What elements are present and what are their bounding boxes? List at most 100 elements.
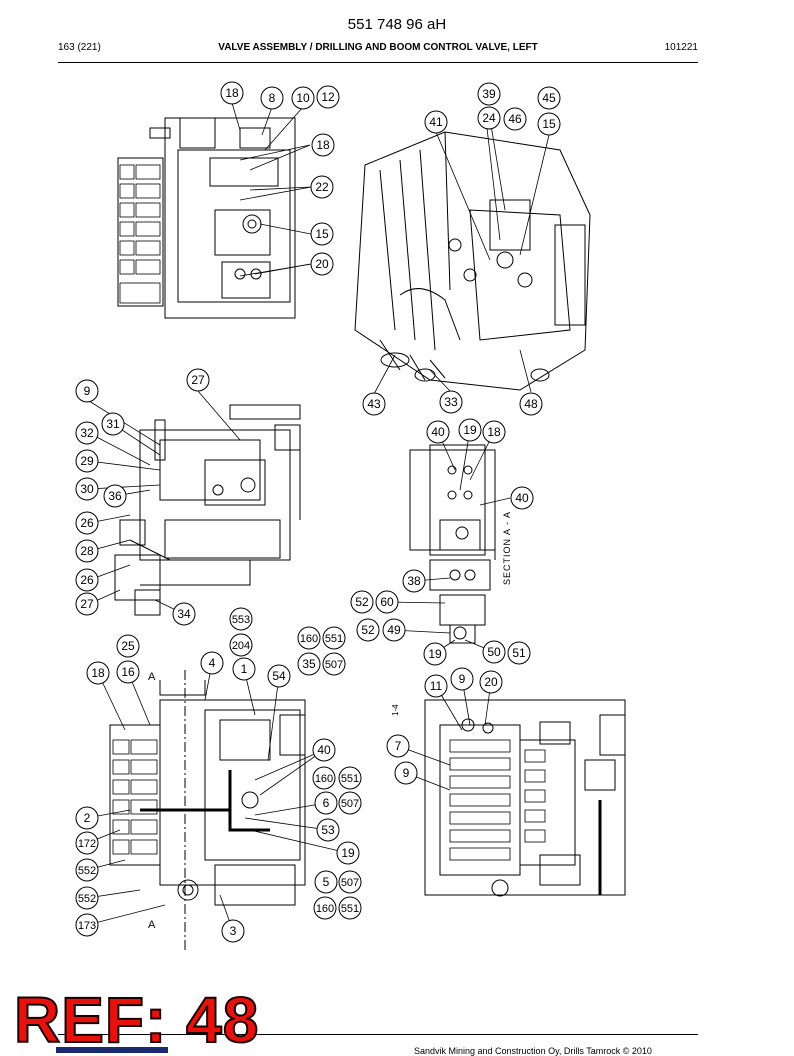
callout-number: 12 [321,90,335,104]
callout-160 [297,626,321,650]
callout-number: 507 [341,877,359,889]
callout-number: 40 [515,491,529,505]
view-bottom-right [424,699,626,897]
callout-15 [537,112,561,136]
callout-60 [375,590,399,614]
callout-number: 51 [512,646,526,660]
callout-number: 53 [321,823,335,837]
section-marker-a-bottom: A [148,919,156,931]
callout-number: 18 [91,666,105,680]
callout-551 [338,766,362,790]
view-section-a-a [409,444,496,644]
callout-551 [338,896,362,920]
callout-number: 60 [380,595,394,609]
callout-46 [503,107,527,131]
callout-41 [424,110,448,134]
callout-number: 41 [429,115,443,129]
callout-number: 507 [325,659,343,671]
header-row: 163 (221) VALVE ASSEMBLY / DRILLING AND … [58,42,698,56]
callout-number: 6 [323,796,330,810]
callout-number: 11 [430,679,443,693]
callout-number: 160 [315,773,333,785]
callout-number: 52 [355,595,369,609]
page-title: VALVE ASSEMBLY / DRILLING AND BOOM CONTR… [218,42,538,53]
callout-number: 27 [191,373,205,387]
callout-19 [458,418,482,442]
callout-number: 4 [209,656,216,670]
callout-552 [75,858,99,882]
callout-507 [322,652,346,676]
callout-16 [116,660,140,684]
callout-10 [291,86,315,110]
callout-number: 10 [296,91,310,105]
callout-39 [477,82,501,106]
callout-number: 507 [341,798,359,810]
section-labels: SECTION A - A A A 1-4 [148,511,512,931]
callout-7 [386,734,410,758]
callout-number: 20 [484,675,498,689]
callout-number: 52 [361,623,375,637]
callout-number: 552 [78,865,96,877]
callout-number: 54 [272,669,286,683]
view-marker: 1-4 [391,704,400,716]
callout-40 [426,420,450,444]
callout-number: 24 [482,111,496,125]
callout-number: 19 [463,423,477,437]
callout-26 [75,568,99,592]
callout-number: 2 [84,811,91,825]
callout-38 [402,569,426,593]
callout-50 [482,640,506,664]
callout-number: 45 [542,91,556,105]
callout-number: 50 [487,645,501,659]
callout-number: 160 [300,633,318,645]
callout-43 [362,392,386,416]
callout-number: 25 [121,639,135,653]
callout-number: 3 [230,924,237,938]
callout-number: 32 [80,426,94,440]
callout-number: 28 [80,544,94,558]
callout-number: 30 [80,482,94,496]
callout-number: 173 [78,920,96,932]
callout-number: 551 [341,903,359,915]
callout-40 [510,486,534,510]
page-number: 163 (221) [58,42,101,53]
callout-bubbles [75,81,561,943]
callout-number: 26 [80,516,94,530]
callout-52 [350,590,374,614]
callout-number: 33 [444,395,458,409]
callout-number: 204 [232,640,250,652]
view-bottom-left [109,670,306,950]
callout-9 [75,379,99,403]
callout-172 [75,831,99,855]
callout-number: 9 [459,672,466,686]
callout-number: 19 [428,647,442,661]
callout-number: 43 [367,397,381,411]
callout-18 [311,133,335,157]
callout-48 [519,392,543,416]
callout-1 [232,657,256,681]
callout-18 [482,420,506,444]
callout-number: 22 [315,180,329,194]
section-a-a-label: SECTION A - A [502,511,512,585]
callout-35 [297,652,321,676]
callout-number: 5 [323,875,330,889]
callout-number: 16 [121,665,135,679]
callout-number: 8 [269,91,276,105]
callout-31 [101,412,125,436]
callout-27 [75,592,99,616]
view-middle-left [114,404,301,616]
callout-20 [310,252,334,276]
callout-18 [220,81,244,105]
callout-5 [314,870,338,894]
footer-rule [58,1034,698,1035]
callout-11 [424,674,448,698]
section-marker-a-top: A [148,671,156,683]
callout-number: 40 [317,743,331,757]
callout-36 [103,484,127,508]
callout-9 [450,667,474,691]
sandvik-logo [56,1047,168,1053]
copyright-text: Sandvik Mining and Construction Oy, Dril… [414,1046,652,1056]
callout-45 [537,86,561,110]
callout-19 [336,841,360,865]
callout-number: 18 [316,138,330,152]
